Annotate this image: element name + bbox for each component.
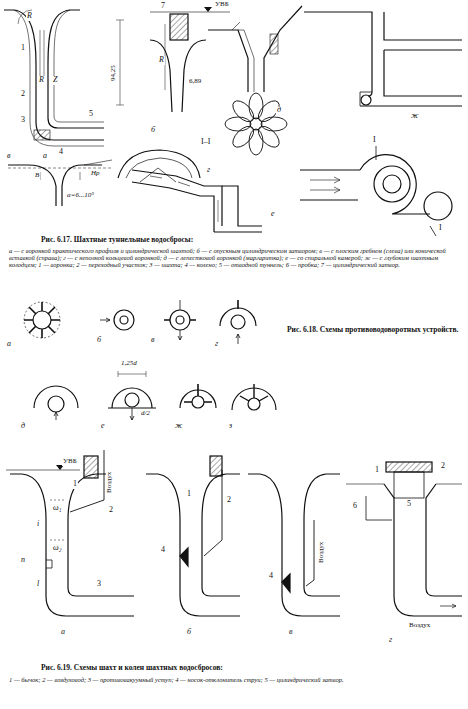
dimension-label: α=6...10° — [66, 192, 95, 200]
section-label: I–I — [200, 138, 211, 147]
dimension-label: R — [26, 12, 33, 21]
callout-number: 1 — [20, 44, 26, 53]
figure-letter: в — [6, 152, 11, 161]
dimension-label: Z — [52, 76, 58, 85]
callout-number: 1 — [72, 480, 78, 489]
callout-number: 5 — [406, 500, 412, 509]
figure-letter: е — [270, 210, 276, 219]
figure-letter: г — [388, 636, 393, 645]
callout-number: 3 — [96, 580, 102, 589]
figure-caption: Рис. 6.19. Схемы шахт и колен шахтных во… — [40, 664, 462, 672]
figure-letter: г — [214, 340, 219, 349]
callout-number: 4 — [268, 572, 274, 581]
point-label: n — [20, 556, 26, 565]
figure-letter: б — [186, 628, 192, 637]
figure-letter: г — [206, 166, 211, 175]
callout-number: 2 — [226, 496, 232, 505]
callout-number: 2 — [108, 506, 114, 515]
dimension-label: R — [38, 76, 45, 85]
dimension-label: 94,25 — [110, 64, 118, 82]
figure-caption: Рис. 6.18. Схемы противоводоворотных уст… — [286, 326, 464, 334]
caption-legend: а — с воронкой практического профиля и ц… — [8, 247, 462, 268]
figure-letter: д — [20, 422, 26, 431]
callout-number: 4 — [58, 148, 64, 157]
air-label: Воздух — [318, 541, 326, 564]
figure-letter: б — [96, 336, 102, 345]
figure-letter: б — [150, 126, 156, 135]
callout-number: 3 — [20, 116, 26, 125]
callout-number: 1 — [374, 466, 380, 475]
section-mark: I — [372, 136, 377, 145]
length-label: l — [36, 580, 40, 589]
figure-letter: а — [60, 628, 66, 637]
dimension-label: R — [158, 56, 165, 65]
section-mark: I — [438, 224, 443, 233]
callout-number: 5 — [88, 110, 94, 119]
figure-letter: в — [150, 336, 155, 345]
area-label: ω₁ — [52, 504, 62, 513]
figure-letter: а — [6, 340, 12, 349]
callout-number: 6 — [352, 502, 358, 511]
figure-letter: в — [288, 628, 293, 637]
dimension-label: d/2 — [140, 410, 151, 418]
callout-number: 4 — [160, 546, 166, 555]
dimension-label: 6,89 — [188, 78, 202, 86]
water-level-label: УВБ — [214, 1, 230, 9]
figure-caption: Рис. 6.17. Шахтные туннельные водосбросы… — [40, 236, 462, 244]
callout-number: 2 — [440, 462, 446, 471]
figure-letter: д — [276, 106, 282, 115]
callout-number: 2 — [20, 90, 26, 99]
caption-legend: 1 — бычок; 2 — воздуховод; 3 — противова… — [8, 676, 462, 683]
figure-letter: ж — [410, 112, 419, 121]
figure-letter: а — [42, 152, 48, 161]
figure-letter: з — [228, 422, 233, 431]
dimension-label: 1,25d — [120, 360, 138, 368]
water-level-label: УВБ — [62, 458, 78, 466]
dimension-label: B — [34, 172, 40, 180]
air-label: Воздух — [106, 471, 114, 494]
callout-number: 7 — [160, 2, 166, 11]
figure-letter: е — [100, 422, 106, 431]
slope-label: i — [36, 520, 40, 529]
dimension-label: Hр — [90, 170, 101, 178]
air-label: Воздух — [408, 622, 431, 630]
area-label: ω₂ — [52, 544, 62, 553]
callout-number: 1 — [186, 490, 192, 499]
figure-letter: ж — [174, 422, 183, 431]
